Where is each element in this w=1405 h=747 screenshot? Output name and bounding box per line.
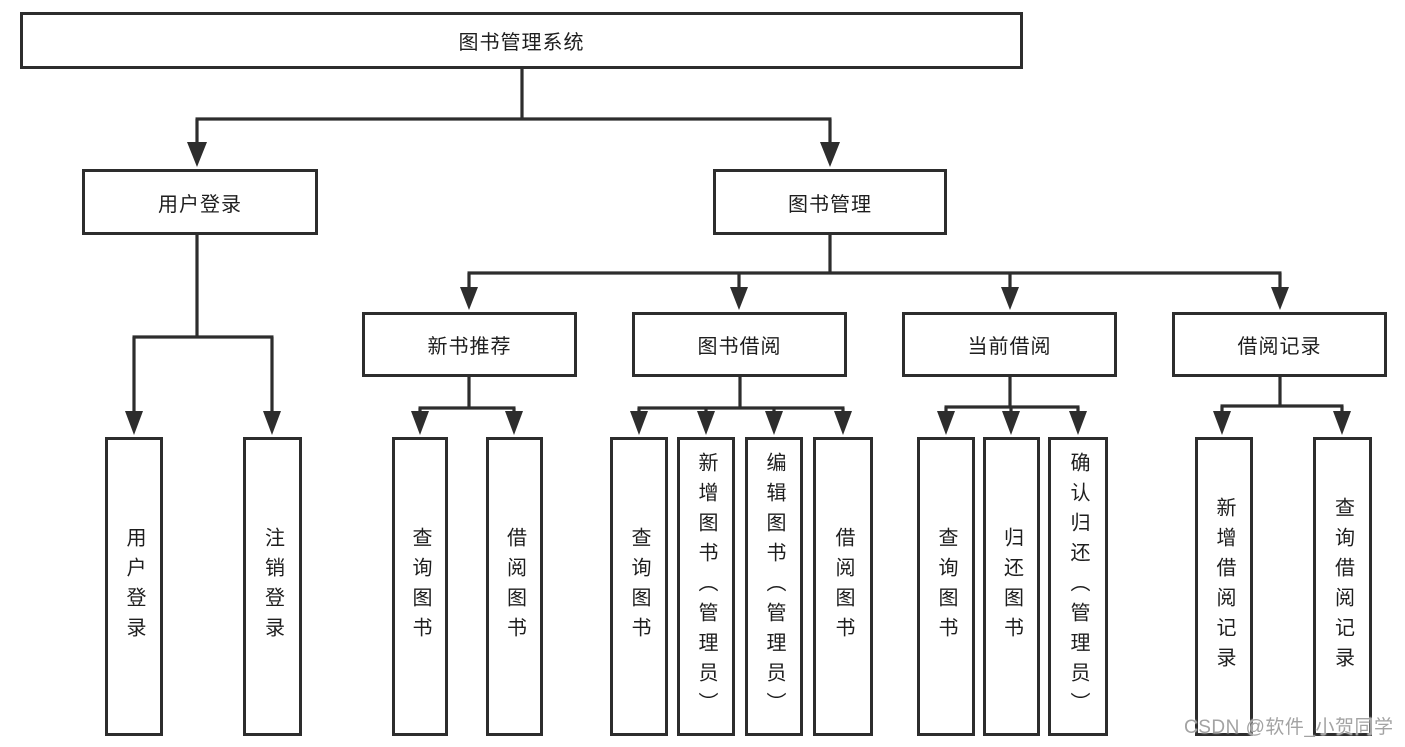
leaf-add-borrow-record: 新增借阅记录 [1195,437,1253,736]
arrowheads [125,142,1351,435]
node-user-login: 用户登录 [82,169,318,235]
leaf-add-book-admin: 新增图书（管理员） [677,437,735,736]
leaf-edit-book-admin: 编辑图书（管理员） [745,437,803,736]
leaf-borrow-book-2: 借阅图书 [813,437,873,736]
node-book-borrowing-label: 图书借阅 [697,336,782,358]
node-user-login-label: 用户登录 [158,193,242,216]
leaf-user-login-label: 用户登录 [123,526,145,647]
leaf-confirm-return-admin: 确认归还（管理员） [1048,437,1108,736]
node-book-borrowing: 图书借阅 [632,312,847,377]
leaf-add-book-admin-label: 新增图书（管理员） [695,451,717,722]
leaf-confirm-return-admin-label: 确认归还（管理员） [1067,451,1089,722]
node-new-book-recommend-label: 新书推荐 [427,336,512,358]
leaf-query-book-3: 查询图书 [917,437,975,736]
leaf-query-borrow-record: 查询借阅记录 [1313,437,1372,736]
leaf-logout-label: 注销登录 [261,526,284,647]
node-book-management-label: 图书管理 [788,193,872,216]
leaf-logout: 注销登录 [243,437,302,736]
node-borrowing-records-label: 借阅记录 [1237,336,1322,358]
leaf-add-borrow-record-label: 新增借阅记录 [1213,496,1235,677]
leaf-borrow-book-1: 借阅图书 [486,437,543,736]
node-borrowing-records: 借阅记录 [1172,312,1387,377]
leaf-return-book-label: 归还图书 [1000,526,1023,647]
node-book-management: 图书管理 [713,169,947,235]
node-current-borrowing: 当前借阅 [902,312,1117,377]
leaf-query-book-1: 查询图书 [392,437,448,736]
node-root-label: 图书管理系统 [458,32,585,54]
leaf-query-book-1-label: 查询图书 [409,526,431,647]
leaf-query-borrow-record-label: 查询借阅记录 [1331,496,1354,677]
leaf-borrow-book-1-label: 借阅图书 [503,526,526,647]
node-current-borrowing-label: 当前借阅 [967,336,1052,358]
csdn-watermark: CSDN @软件_小贺同学 [1184,717,1394,738]
leaf-query-book-2: 查询图书 [610,437,668,736]
leaf-return-book: 归还图书 [983,437,1040,736]
leaf-query-book-3-label: 查询图书 [935,526,957,647]
node-new-book-recommend: 新书推荐 [362,312,577,377]
leaf-borrow-book-2-label: 借阅图书 [832,526,854,647]
leaf-query-book-2-label: 查询图书 [628,526,650,647]
leaf-edit-book-admin-label: 编辑图书（管理员） [763,451,785,722]
node-root-system: 图书管理系统 [20,12,1023,69]
leaf-user-login: 用户登录 [105,437,163,736]
